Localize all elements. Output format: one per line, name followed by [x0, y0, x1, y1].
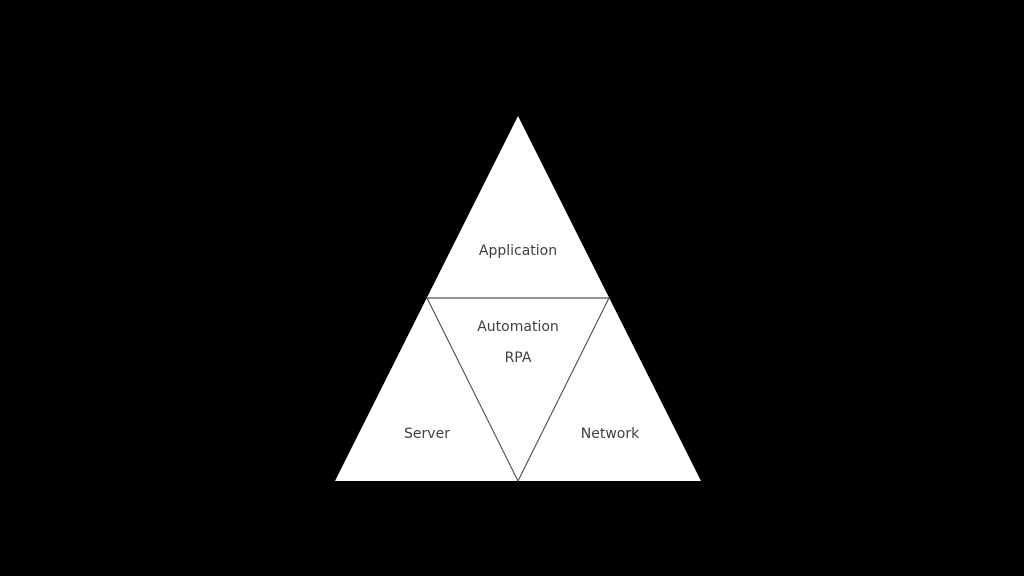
label-rpa: RPA — [504, 350, 532, 366]
divider-right — [517, 297, 610, 482]
label-automation: Automation — [477, 319, 559, 335]
label-application: Application — [478, 243, 558, 259]
label-network: Network — [580, 426, 640, 442]
label-server: Server — [404, 426, 450, 442]
divider-left — [426, 297, 519, 482]
